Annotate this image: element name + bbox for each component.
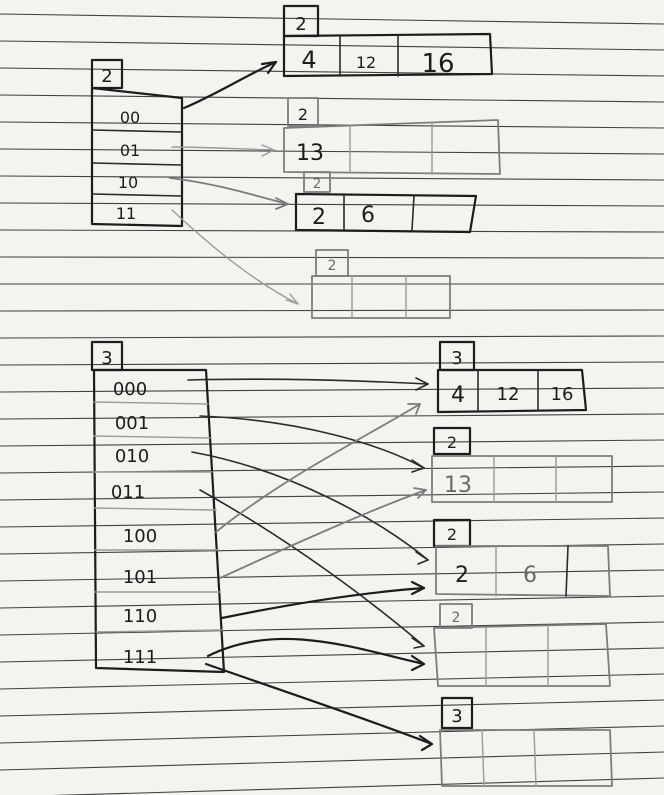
directory-b: 3 000 001 010 011 100 101 110 111: [90, 340, 226, 674]
pointer-b-011: [199, 489, 425, 647]
pointer-b-010: [191, 451, 429, 561]
bucket-a3-depth-box: [303, 171, 331, 193]
pointer-b-110: [220, 586, 426, 620]
pointer-b-000: [187, 378, 429, 385]
directory-b-frame: [92, 368, 226, 674]
bucket-b3-key-1: 2: [455, 563, 469, 588]
bucket-a1-local-depth: 2: [295, 14, 306, 35]
directory-a-global-depth: 2: [101, 66, 112, 87]
bucket-b2: 2 13: [431, 426, 613, 503]
directory-b-global-depth: 3: [101, 348, 112, 369]
bucket-b2-key-1: 13: [444, 473, 472, 498]
bucket-a1-key-1: 4: [301, 46, 316, 74]
bucket-a1-key-2: 12: [356, 53, 376, 72]
bucket-b5-depth-box: [440, 696, 474, 730]
bucket-a2-depth-box: [287, 97, 319, 127]
bucket-b2-depth-box: [432, 426, 472, 456]
directory-b-entry-110: 110: [123, 606, 157, 627]
bucket-a4-local-depth: 2: [328, 258, 337, 274]
bucket-b1-key-2: 12: [497, 384, 520, 405]
directory-b-entry-100: 100: [123, 526, 157, 547]
pointer-b-101: [219, 489, 427, 579]
bucket-b4-local-depth: 2: [452, 610, 461, 626]
directory-a-global-depth-box: [90, 58, 124, 90]
directory-b-entry-001: 001: [115, 413, 149, 434]
pointer-b-111-to-b5: [204, 662, 434, 746]
pointer-a-10: [169, 177, 289, 205]
bucket-b1-key-1: 4: [451, 383, 465, 408]
ruled-lines: [0, 13, 664, 795]
pointer-a-00: [182, 60, 278, 110]
pointer-b-001: [199, 415, 425, 469]
directory-a-entry-10: 10: [118, 173, 138, 192]
directory-a-entry-00: 00: [120, 108, 140, 127]
pointer-b-111-to-b4: [206, 637, 426, 666]
bucket-a1-key-3: 16: [421, 49, 454, 79]
bucket-b4: 2: [433, 603, 611, 687]
bucket-a3-key-2: 6: [361, 203, 375, 228]
bucket-b3-key-2: 6: [523, 563, 537, 588]
bucket-b5-local-depth: 3: [451, 706, 462, 727]
pointer-a-11: [171, 209, 299, 305]
directory-a-frame: [90, 86, 184, 228]
bucket-b2-local-depth: 2: [447, 433, 457, 452]
pointer-b-100: [215, 403, 421, 533]
directory-b-entry-111: 111: [123, 647, 157, 668]
bucket-b5: 3: [439, 696, 613, 787]
directory-a: 2 00 01 10 11: [90, 58, 184, 228]
bucket-b1: 3 4 12 16: [436, 340, 588, 414]
bucket-a2-key-1: 13: [296, 141, 324, 166]
bucket-a4: 2: [311, 249, 451, 319]
bucket-b3-local-depth: 2: [447, 525, 457, 544]
directory-b-entry-011: 011: [111, 482, 145, 503]
directory-b-entry-101: 101: [123, 567, 157, 588]
directory-a-entry-11: 11: [116, 204, 136, 223]
bucket-b3: 2 2 6: [432, 518, 611, 597]
bucket-a3: 2 2 6: [294, 171, 478, 234]
pointer-a-01: [171, 146, 275, 151]
pointers-a: [169, 60, 299, 305]
bucket-a2-local-depth: 2: [298, 105, 308, 124]
directory-a-entry-01: 01: [120, 141, 140, 160]
bucket-b1-local-depth: 3: [451, 348, 462, 369]
directory-b-entry-010: 010: [115, 446, 149, 467]
bucket-b1-key-3: 16: [551, 384, 574, 405]
bucket-a2: 2 13: [283, 97, 501, 175]
bucket-a3-local-depth: 2: [313, 177, 321, 192]
pointers-b: [187, 377, 434, 752]
directory-b-entry-000: 000: [113, 379, 147, 400]
bucket-a1: 2 4 12 16: [282, 4, 494, 79]
bucket-a3-key-1: 2: [312, 205, 326, 230]
